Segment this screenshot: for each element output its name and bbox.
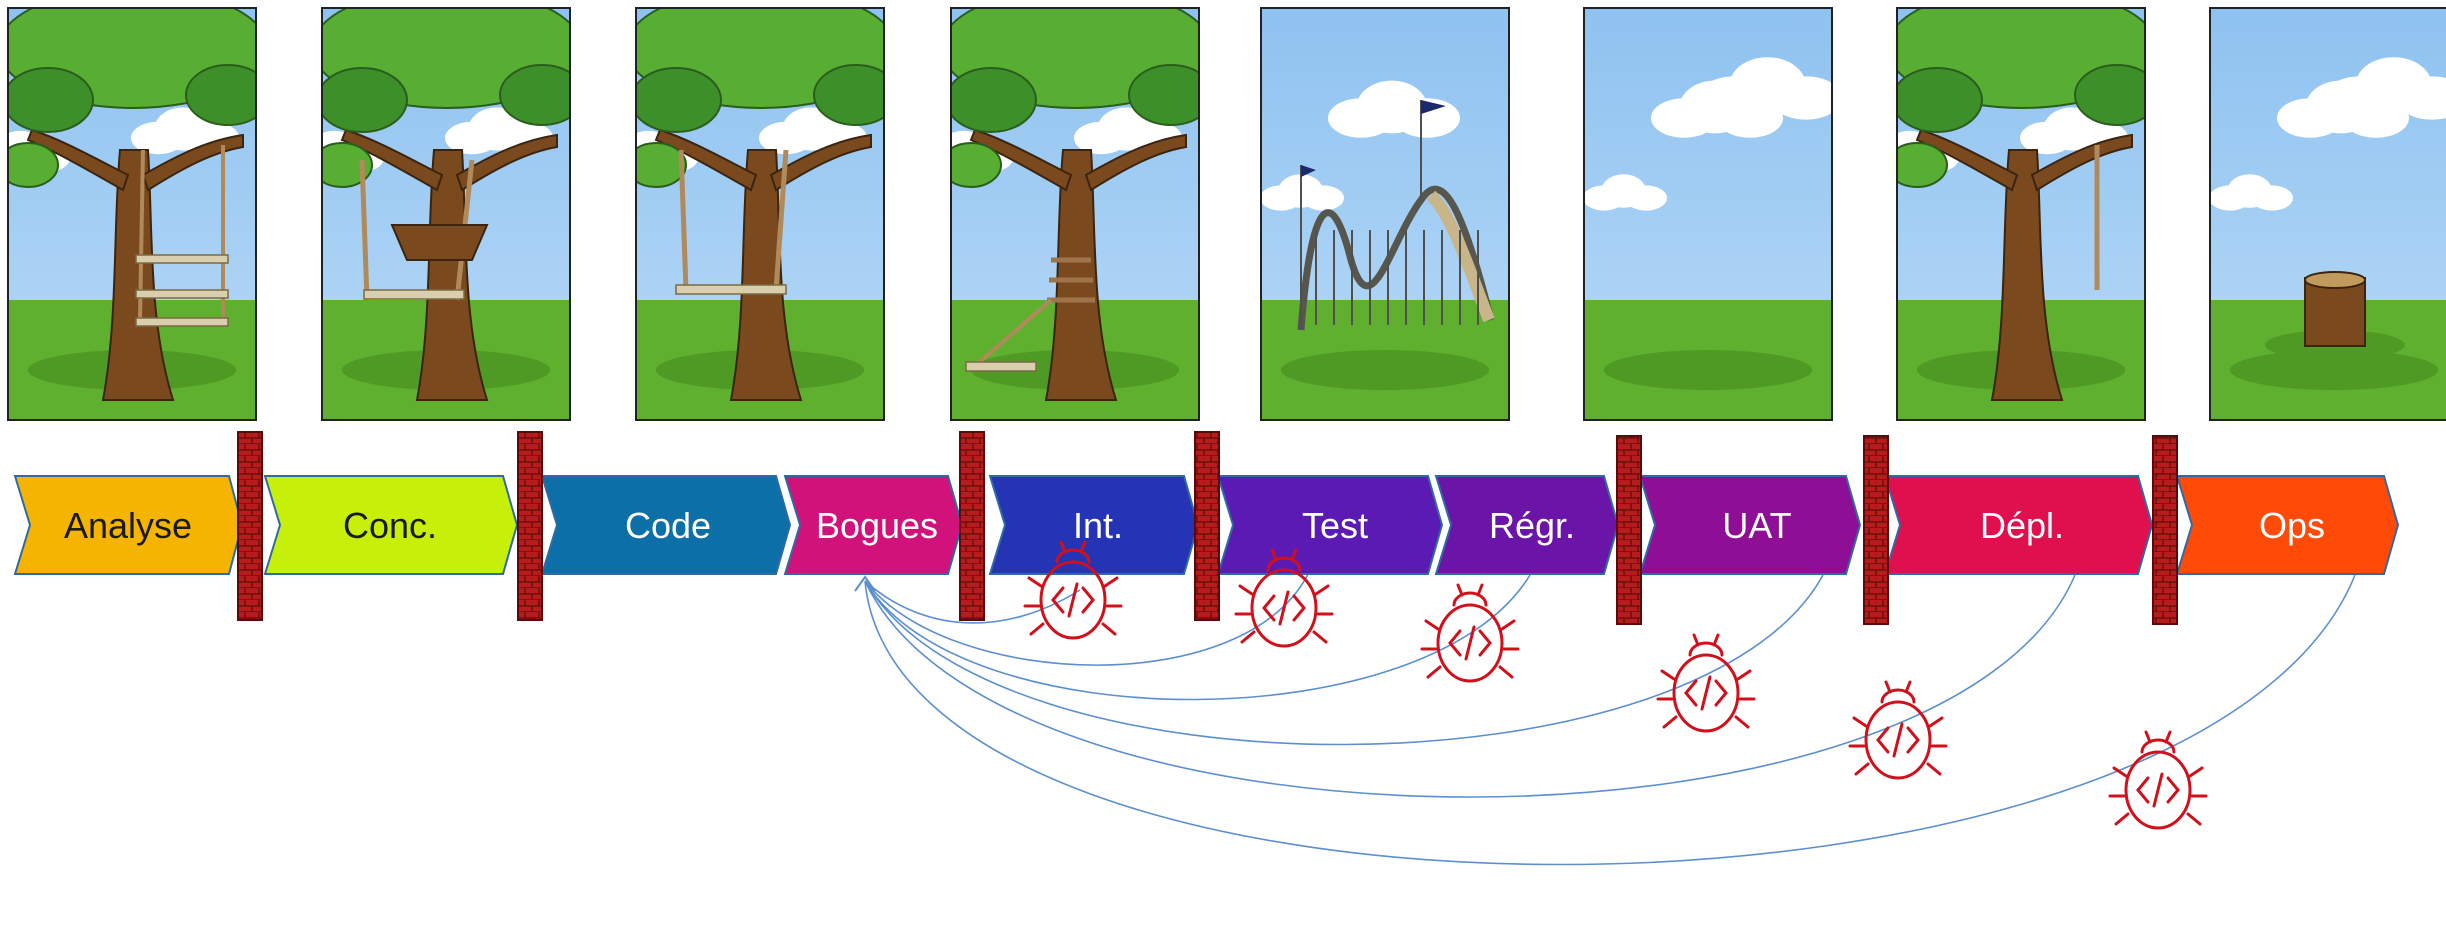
arrowhead <box>854 575 876 592</box>
bug-code-icon <box>1234 548 1334 648</box>
panel-tree-swing-three-seats <box>7 7 257 421</box>
stage-chevrons: Analyse Conc. Code Bogues Int. Test Régr… <box>13 475 2400 575</box>
feedback-arrow <box>864 574 2076 798</box>
stage-uat-shape <box>1638 475 1862 575</box>
stage-ops-shape <box>2175 475 2400 575</box>
panel-roller-coaster <box>1260 7 1510 421</box>
stage-ops-label: Ops <box>2259 505 2325 546</box>
stage-regr-label: Régr. <box>1489 505 1575 546</box>
cartoon-panels <box>7 7 2446 421</box>
brick-walls <box>237 431 2178 625</box>
stage-test-label: Test <box>1302 505 1368 546</box>
stage-analyse-shape <box>13 475 244 575</box>
brick-wall <box>237 431 263 621</box>
stage-uat-label: UAT <box>1722 505 1791 546</box>
stage-uat: UAT <box>1638 475 1862 575</box>
brick-wall <box>1194 431 1220 621</box>
stage-analyse-label: Analyse <box>64 505 192 546</box>
stage-depl-shape <box>1883 475 2154 575</box>
stage-test-shape <box>1216 475 1444 575</box>
stage-code-shape <box>540 475 792 575</box>
brick-wall <box>1616 435 1642 625</box>
bug-icons <box>1023 540 2208 830</box>
panel-tree-cut-swing-propped <box>321 7 571 421</box>
stage-depl: Dépl. <box>1883 475 2154 575</box>
feedback-arrow <box>864 574 1531 701</box>
feedback-arrow <box>864 574 1824 746</box>
stage-conc-label: Conc. <box>343 505 437 546</box>
bug-code-icon <box>1420 583 1520 683</box>
stage-analyse: Analyse <box>13 475 244 575</box>
stage-bogues-shape <box>783 475 964 575</box>
stage-conc-shape <box>263 475 519 575</box>
brick-wall <box>959 431 985 621</box>
stage-code-label: Code <box>625 505 711 546</box>
panel-tree-swing-on-trunk <box>635 7 885 421</box>
stage-int: Int. <box>988 475 1200 575</box>
stage-bogues-label: Bogues <box>816 505 938 546</box>
stage-regr-shape <box>1434 475 1620 575</box>
stage-int-label: Int. <box>1073 505 1123 546</box>
feedback-arrow <box>864 574 2356 866</box>
feedback-arrow <box>864 580 1081 624</box>
bug-code-icon <box>2108 730 2208 830</box>
bug-code-icon <box>1848 680 1948 780</box>
stage-code: Code <box>540 475 792 575</box>
stage-conc: Conc. <box>263 475 519 575</box>
panel-tree-stump <box>2209 7 2446 421</box>
stage-test: Test <box>1216 475 1444 575</box>
stage-regr: Régr. <box>1434 475 1620 575</box>
panel-tree-single-rope <box>1896 7 2146 421</box>
brick-wall <box>2152 435 2178 625</box>
stage-int-shape <box>988 475 1200 575</box>
bug-code-icon <box>1656 633 1756 733</box>
bug-code-icon <box>1023 540 1123 640</box>
panel-tree-swing-tied-to-trunk <box>950 7 1200 421</box>
stage-bogues: Bogues <box>783 475 964 575</box>
stage-ops: Ops <box>2175 475 2400 575</box>
brick-wall <box>517 431 543 621</box>
brick-wall <box>1863 435 1889 625</box>
feedback-arrows <box>854 569 2356 866</box>
stage-depl-label: Dépl. <box>1980 505 2064 546</box>
panel-empty-field <box>1583 7 1833 421</box>
